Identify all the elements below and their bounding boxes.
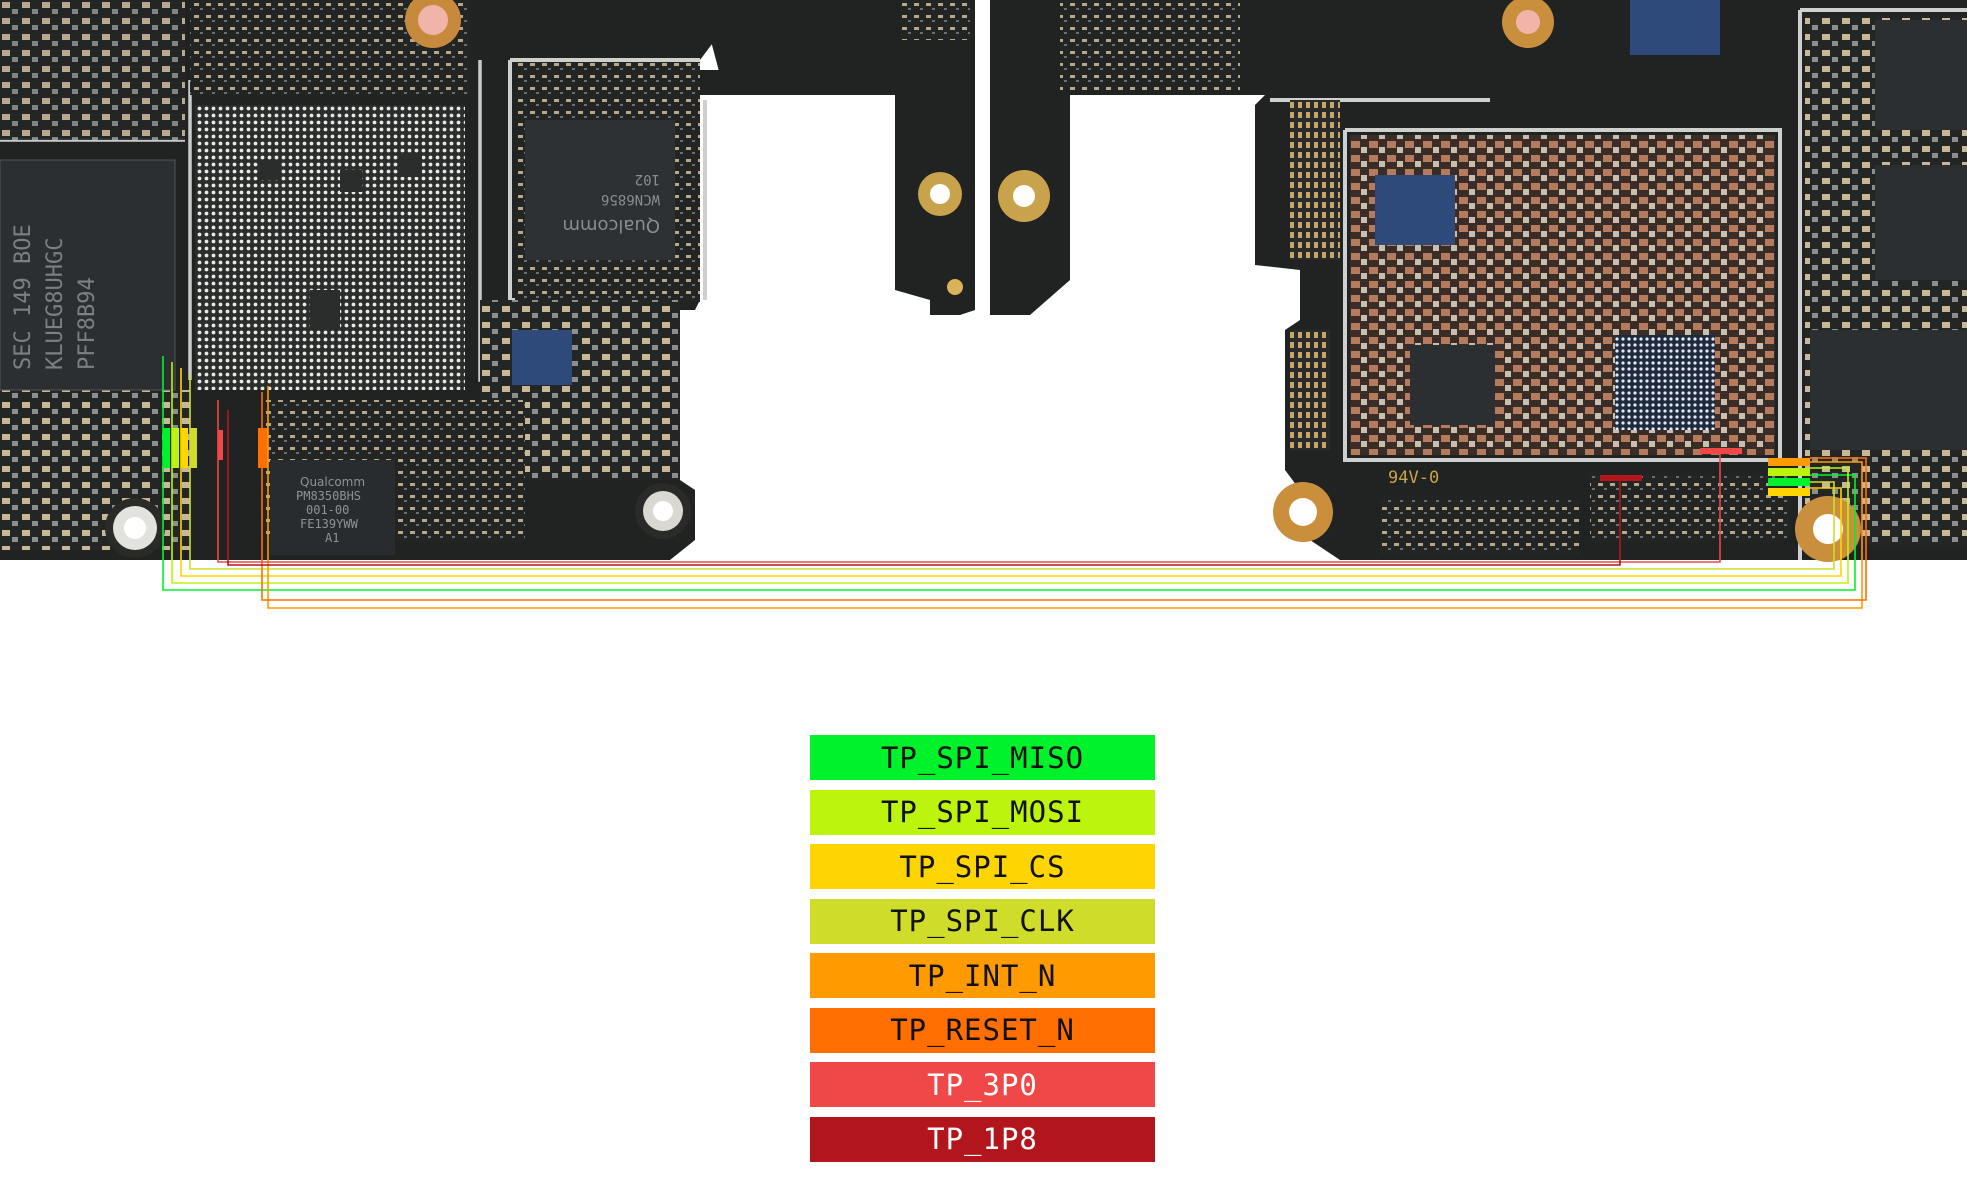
mounting-hole (105, 498, 165, 558)
wifi-chip-rev: 102 (635, 171, 660, 187)
soc-bga (195, 105, 465, 390)
legend-row: TP_SPI_MISO (810, 735, 1155, 780)
left-pmic-line-3: 001-00 (306, 503, 349, 517)
tp-marker (1700, 448, 1742, 454)
trace-line (217, 400, 1721, 563)
trace-line (162, 356, 1856, 591)
left-pmic-line-4: FE139YWW (300, 517, 359, 531)
mounting-hole (1502, 0, 1554, 48)
left-pmic-line-2: PM8350BHS (296, 489, 361, 503)
legend-row: TP_INT_N (810, 953, 1155, 998)
legend-row: TP_1P8 (810, 1116, 1155, 1162)
tp-marker (163, 428, 170, 468)
wifi-chip (525, 120, 675, 260)
right-small-bga (1615, 335, 1715, 430)
legend-row: TP_SPI_MOSI (810, 789, 1155, 835)
right-chip (1875, 165, 1967, 280)
mounting-hole (635, 483, 691, 539)
right-shield-frame (1270, 8, 1967, 560)
right-blue-chip (1630, 0, 1720, 55)
right-chip (1410, 345, 1495, 425)
memory-chip-marking-1: SEC 149 BOE (11, 224, 36, 370)
tp-marker (1600, 475, 1642, 481)
right-board-finger (990, 0, 1070, 315)
legend-label: TP_3P0 (927, 1067, 1038, 1102)
legend-row: TP_SPI_CS (810, 844, 1155, 889)
trace-line (227, 410, 1621, 566)
left-blue-chip (512, 330, 572, 385)
trace-line (180, 368, 1842, 577)
signal-traces (162, 356, 1867, 609)
right-chip (1810, 330, 1967, 450)
tp-marker (172, 428, 179, 468)
legend-label: TP_SPI_CLK (890, 904, 1075, 938)
right-board: 94V-0 (990, 0, 1967, 562)
trace-line (267, 386, 1863, 609)
wifi-chip-part: WCN6856 (601, 191, 660, 207)
legend-row: TP_3P0 (810, 1062, 1155, 1107)
mounting-hole (1795, 496, 1861, 562)
legend-label: TP_INT_N (908, 958, 1057, 993)
memory-chip (0, 159, 176, 391)
left-board-strip (895, 0, 975, 315)
tp-marker (1768, 458, 1810, 466)
left-tp-markers (163, 428, 268, 468)
tp-marker (1768, 468, 1810, 476)
legend-label: TP_SPI_MOSI (880, 795, 1085, 829)
trace-line (189, 374, 1835, 570)
tp-marker (1768, 488, 1810, 496)
legend-label: TP_SPI_MISO (880, 740, 1085, 775)
signal-legend: TP_SPI_MISO TP_SPI_MOSI TP_SPI_CS TP_SPI_CL… (810, 735, 1155, 1171)
right-blue-chip (1375, 175, 1455, 245)
tp-marker (190, 428, 197, 468)
memory-chip-marking-3: PFF8B94 (75, 277, 100, 370)
left-pmic (270, 460, 395, 555)
left-board-upper-strip (700, 0, 905, 75)
right-chip (1875, 20, 1967, 130)
left-board-mid-strip (700, 70, 905, 95)
left-pmic-line-5: A1 (325, 531, 339, 545)
tp-marker (1768, 478, 1810, 486)
legend-label: TP_1P8 (927, 1122, 1038, 1156)
legend-row: TP_RESET_N (810, 1007, 1155, 1053)
memory-chip-marking-2: KLUEG8UHGC (43, 238, 68, 370)
left-board: SEC 149 BOE KLUEG8UHGC PFF8B94 Qualcomm … (0, 0, 975, 560)
mounting-hole (918, 172, 962, 216)
mounting-hole (405, 0, 461, 48)
trace-line (171, 362, 1849, 584)
legend-row: TP_SPI_CLK (810, 898, 1155, 944)
mounting-hole (1273, 482, 1333, 542)
mounting-hole (947, 279, 963, 295)
legend-label: TP_SPI_CS (899, 849, 1066, 884)
tp-marker (258, 428, 268, 468)
wifi-chip-brand: Qualcomm (562, 215, 660, 236)
left-pmic-line-1: Qualcomm (300, 475, 365, 489)
tp-marker (181, 428, 188, 468)
board-code: 94V-0 (1388, 468, 1439, 488)
mounting-hole (998, 170, 1050, 222)
tp-marker (218, 430, 223, 460)
trace-line (261, 392, 1867, 601)
legend-label: TP_RESET_N (890, 1013, 1075, 1047)
